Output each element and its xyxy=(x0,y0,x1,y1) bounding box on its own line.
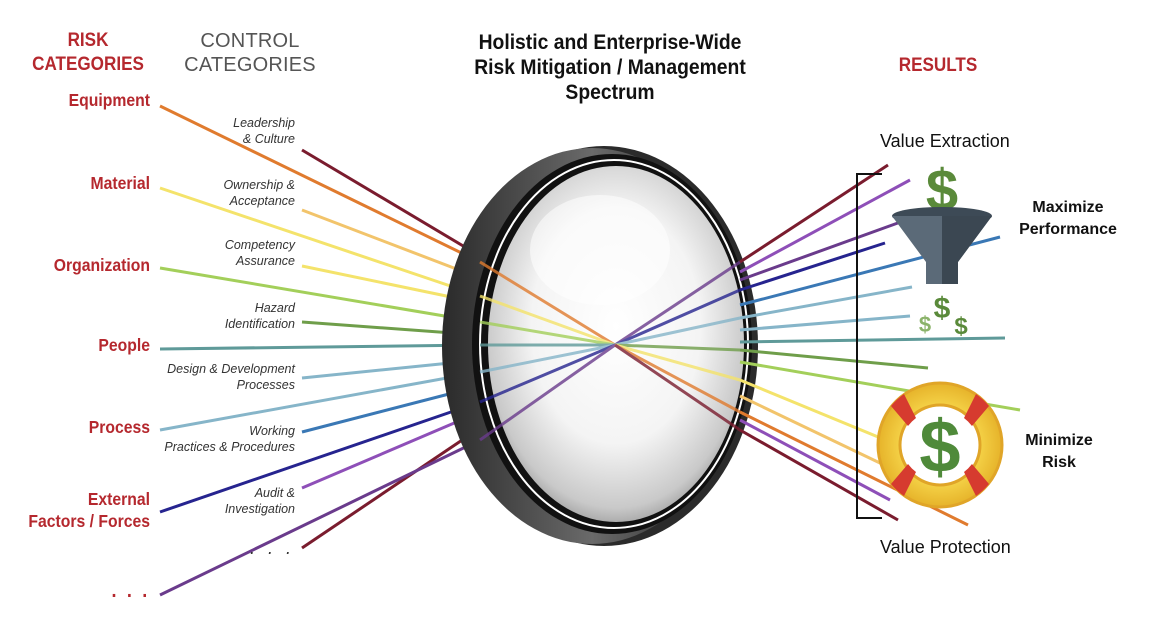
ray-right xyxy=(739,336,1006,344)
lifebuoy-dollar-icon: $ xyxy=(876,381,1004,509)
control-category-working-practices: Working Practices & Procedures xyxy=(164,424,295,454)
ray-inner xyxy=(614,343,741,432)
svg-text:$: $ xyxy=(919,312,931,337)
ray-inner xyxy=(614,288,741,347)
ray-inner xyxy=(614,343,741,382)
risk-category-material: Material xyxy=(90,173,150,193)
ray-left xyxy=(301,410,481,490)
lens-spectrum xyxy=(479,260,741,442)
svg-text:$: $ xyxy=(954,313,968,340)
ray-right xyxy=(739,348,929,370)
ray-inner xyxy=(479,343,616,442)
left-rays xyxy=(159,104,481,597)
control-category-more: . . . xyxy=(249,538,295,558)
risk-category-equipment: Equipment xyxy=(68,90,150,110)
ray-right xyxy=(739,285,913,320)
ray-inner xyxy=(479,343,616,404)
control-category-hazard-identification: Hazard Identification xyxy=(224,301,295,331)
control-category-leadership: Leadership & Culture xyxy=(233,116,295,146)
ray-left xyxy=(159,343,481,351)
diagram-title: Holistic and Enterprise-Wide Risk Mitiga… xyxy=(474,31,746,104)
ray-left xyxy=(159,104,481,264)
svg-text:$: $ xyxy=(934,292,951,325)
results-heading: RESULTS xyxy=(898,55,978,76)
ray-left xyxy=(159,266,481,324)
control-categories-heading: CONTROL CATEGORIES xyxy=(184,30,316,76)
ray-inner xyxy=(479,343,616,374)
ray-inner xyxy=(479,320,616,347)
results-bracket xyxy=(856,173,882,519)
ray-right xyxy=(739,163,889,264)
control-category-ownership: Ownership & Acceptance xyxy=(223,178,295,208)
ray-inner xyxy=(479,260,616,347)
ray-left xyxy=(301,148,481,258)
ray-inner xyxy=(479,294,616,347)
ray-right xyxy=(739,241,886,292)
control-category-audit: Audit & Investigation xyxy=(224,486,295,516)
value-protection-label: Value Protection xyxy=(880,537,1011,557)
risk-category-organization: Organization xyxy=(53,255,150,275)
ray-right xyxy=(739,418,891,502)
risk-category-people: People xyxy=(98,335,150,355)
ray-right xyxy=(739,428,899,522)
risk-category-external-factors: External Factors / Forces xyxy=(28,489,150,531)
ray-inner xyxy=(614,343,741,414)
ray-left xyxy=(301,208,481,280)
control-category-competency: Competency Assurance xyxy=(224,238,295,268)
ray-right xyxy=(739,178,911,274)
control-category-design-development: Design & Development Processes xyxy=(167,362,295,392)
risk-categories-heading: RISK CATEGORIES xyxy=(32,30,144,75)
ray-right xyxy=(739,314,911,332)
minimize-risk-label: Minimize Risk xyxy=(1025,432,1093,471)
ray-left xyxy=(159,438,481,597)
funnel-dollar-icon: $ $ $ $ xyxy=(892,158,992,340)
svg-text:$: $ xyxy=(919,405,960,488)
ray-right xyxy=(739,394,906,477)
ray-inner xyxy=(614,343,741,352)
risk-category-more: . . . xyxy=(111,580,150,602)
maximize-performance-label: Maximize Performance xyxy=(1019,199,1117,238)
ray-left xyxy=(159,370,481,432)
ray-left xyxy=(159,186,481,298)
value-extraction-label: Value Extraction xyxy=(880,131,1010,151)
ray-left xyxy=(301,426,481,550)
ray-inner xyxy=(614,316,741,347)
ray-inner xyxy=(614,260,741,347)
ray-right xyxy=(739,213,921,282)
ray-left xyxy=(159,400,481,514)
risk-category-process: Process xyxy=(88,417,150,437)
